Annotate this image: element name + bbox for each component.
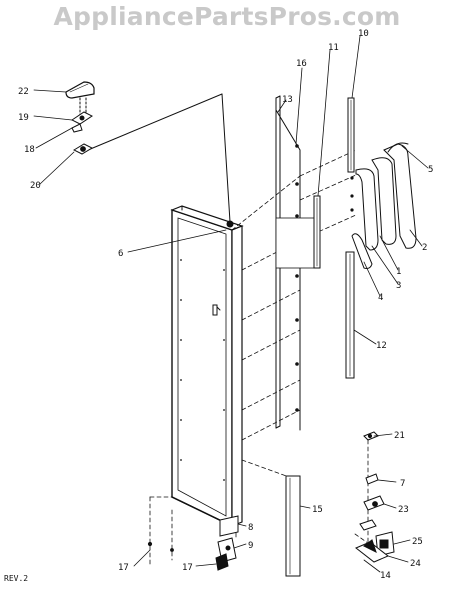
top-hinge-assembly — [65, 81, 95, 155]
callout-23: 23 — [398, 505, 409, 515]
callout-labels: 22 19 18 20 6 16 13 11 10 5 1 2 3 4 12 1… — [18, 29, 433, 581]
callout-14: 14 — [380, 571, 391, 581]
callout-22: 22 — [18, 87, 29, 97]
bottom-hinge-assembly — [355, 431, 395, 563]
callout-18: 18 — [24, 145, 35, 155]
callout-10: 10 — [358, 29, 369, 39]
callout-13: 13 — [282, 95, 293, 105]
inner-panel — [275, 95, 317, 431]
door-frame — [170, 205, 244, 528]
callout-leaders — [33, 35, 429, 573]
callout-7: 7 — [400, 479, 405, 489]
revision-label: REV.2 — [4, 574, 29, 583]
callout-12: 12 — [376, 341, 387, 351]
bar-12 — [345, 251, 355, 379]
callout-8: 8 — [248, 523, 253, 533]
handle-parts — [350, 142, 417, 269]
callout-19: 19 — [18, 113, 29, 123]
callout-24: 24 — [410, 559, 421, 569]
callout-6: 6 — [118, 249, 123, 259]
bar-11 — [313, 195, 321, 269]
callout-1: 1 — [396, 267, 401, 277]
watermark: AppliancePartsPros.com — [53, 2, 401, 31]
callout-9: 9 — [248, 541, 253, 551]
callout-25: 25 — [412, 537, 423, 547]
channel-15 — [285, 475, 301, 577]
callout-21: 21 — [394, 431, 405, 441]
callout-17-left: 17 — [118, 563, 129, 573]
callout-3: 3 — [396, 281, 401, 291]
callout-4: 4 — [378, 293, 383, 303]
callout-17-right: 17 — [182, 563, 193, 573]
bar-10 — [347, 97, 355, 173]
callout-5: 5 — [428, 165, 433, 175]
lower-frame-hinge — [147, 515, 239, 571]
callout-11: 11 — [328, 43, 339, 53]
assembly-lines — [149, 149, 376, 567]
callout-2: 2 — [422, 243, 427, 253]
callout-16: 16 — [296, 59, 307, 69]
hinge-leader — [87, 93, 223, 151]
callout-15: 15 — [312, 505, 323, 515]
callout-20: 20 — [30, 181, 41, 191]
